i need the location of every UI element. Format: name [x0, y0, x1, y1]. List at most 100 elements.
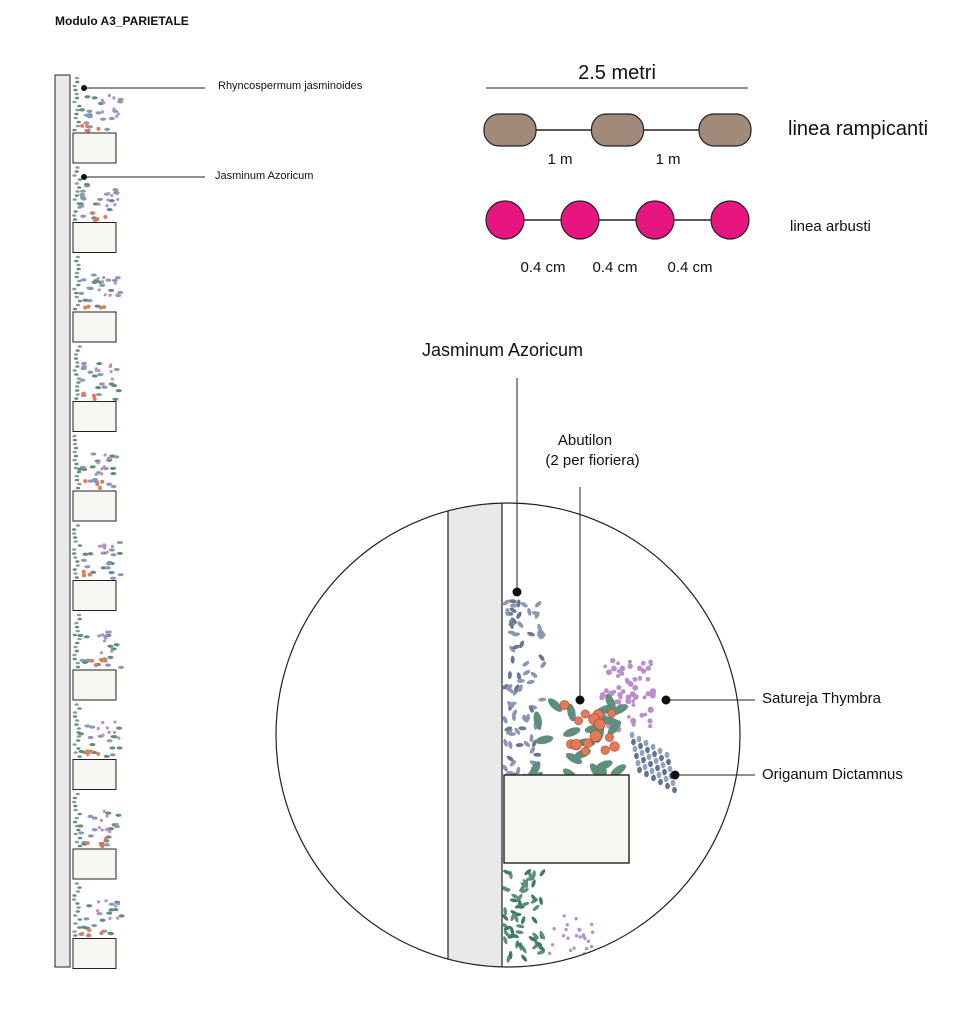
leaf	[82, 660, 89, 665]
jasminum-leaf	[502, 715, 508, 724]
jasminum-leaf	[512, 644, 520, 650]
leaf	[72, 914, 78, 917]
flower	[88, 749, 93, 754]
climber-markers	[483, 113, 752, 147]
lower-leaf	[503, 907, 508, 916]
flower	[92, 397, 97, 402]
leaf	[72, 894, 77, 897]
jasminum-leaf	[505, 728, 513, 735]
flower	[105, 814, 109, 818]
leaf	[108, 932, 115, 936]
leaf	[74, 96, 80, 100]
flower	[86, 932, 91, 937]
elevation-module	[71, 792, 122, 880]
flower	[103, 837, 108, 842]
leaf	[73, 466, 79, 470]
abutilon-leaf	[565, 752, 583, 765]
lower-leaf	[520, 888, 529, 894]
leaf	[75, 661, 81, 665]
leaf	[73, 88, 78, 92]
leaf	[74, 576, 80, 579]
flower	[108, 365, 112, 369]
leaf	[115, 813, 122, 817]
elevation-planter	[72, 669, 117, 701]
flower	[99, 818, 104, 822]
lower-flower	[578, 935, 582, 939]
leaf	[73, 804, 78, 808]
lower-flower	[574, 934, 579, 938]
abutilon-leaf	[567, 703, 576, 722]
satureja-flower	[648, 659, 653, 665]
abutilon-leaf	[610, 764, 627, 777]
jasminum-leaf	[518, 726, 527, 731]
leaf	[112, 397, 119, 401]
origanum-bract	[656, 771, 662, 779]
leaf	[74, 840, 80, 844]
leaf	[108, 382, 115, 386]
leaf	[87, 834, 94, 838]
satureja-flower	[619, 671, 625, 676]
lower-leaf	[503, 936, 508, 945]
leaf	[74, 462, 79, 466]
leaf	[101, 385, 108, 389]
flower	[105, 550, 109, 554]
jasminum-leaf	[502, 764, 508, 772]
origanum-bract	[638, 742, 643, 750]
leaf	[84, 95, 91, 99]
satureja-flower	[616, 684, 622, 691]
flower	[117, 736, 121, 740]
jasminum-leaf	[507, 731, 516, 736]
leaf	[86, 109, 93, 113]
shrub-marker	[710, 200, 750, 240]
flower	[83, 305, 88, 310]
lower-leaf	[502, 914, 509, 921]
abutilon-flower	[594, 718, 606, 730]
satureja-flower	[632, 676, 638, 682]
leaf	[83, 635, 90, 639]
origanum-bract	[629, 731, 635, 739]
leaf	[74, 271, 80, 275]
elevation-module	[71, 524, 124, 611]
origanum-bract	[667, 765, 673, 773]
jasminum-leaf	[508, 599, 517, 604]
flower	[99, 843, 104, 848]
abutilon-leaf	[535, 735, 554, 745]
flower	[106, 456, 111, 460]
leaf	[86, 299, 93, 303]
lower-flower	[584, 946, 589, 951]
leaf	[73, 751, 78, 754]
abutilon-leaf	[595, 760, 613, 771]
origanum-bract	[631, 738, 636, 746]
flower	[101, 382, 105, 386]
jasminum-leaf	[509, 603, 518, 608]
climber-species-label: Rhyncospermum jasminoides	[218, 80, 363, 92]
leaf	[76, 381, 81, 384]
satureja-flower	[645, 691, 651, 697]
satureja-flower	[631, 699, 636, 703]
leaf	[77, 617, 82, 621]
leaf	[77, 755, 82, 758]
origanum-bract	[652, 750, 657, 758]
leaf	[75, 792, 80, 796]
origanum-bract	[650, 743, 656, 751]
lower-leaf	[503, 925, 512, 931]
jasmine-species-label: Jasminum Azoricum	[215, 170, 314, 182]
leaf	[72, 743, 77, 746]
shrub-spacing-2: 0.4 cm	[592, 259, 638, 276]
leaf	[78, 831, 85, 835]
leaf	[106, 208, 113, 212]
climber-marker	[483, 113, 537, 147]
leaf	[75, 166, 80, 169]
leaf	[74, 112, 79, 116]
leaf	[116, 540, 123, 545]
leaf	[72, 711, 78, 714]
leaf	[76, 613, 82, 617]
page-title: Modulo A3_PARIETALE	[55, 14, 189, 28]
flower	[96, 461, 100, 465]
elevation-module	[72, 76, 124, 164]
lower-flower	[590, 930, 595, 934]
origanum-bract	[644, 770, 649, 778]
elevation-module	[72, 434, 120, 522]
leaf	[77, 186, 82, 189]
leaf	[72, 307, 78, 311]
